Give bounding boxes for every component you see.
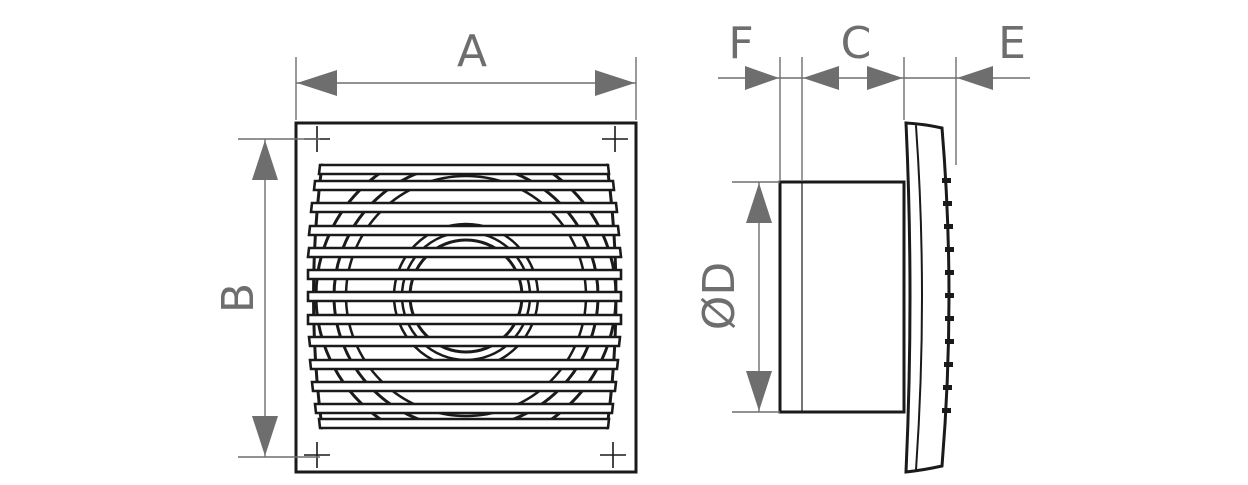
label-b: B [213,283,264,313]
label-e: E [998,18,1026,69]
louvers [306,163,623,430]
label-c: C [841,18,872,69]
label-f: F [728,18,753,69]
label-a: A [457,26,487,77]
front-view [294,121,638,474]
dimension-depth: F C E [718,18,1030,180]
side-flange [904,121,951,474]
duct-body [778,180,906,414]
side-view [778,121,954,474]
label-d: ØD [694,262,745,331]
dimension-a: A [295,26,637,120]
side-louver-ticks [942,178,954,413]
dimension-d: ØD [694,181,780,413]
dimension-b: B [213,138,320,458]
